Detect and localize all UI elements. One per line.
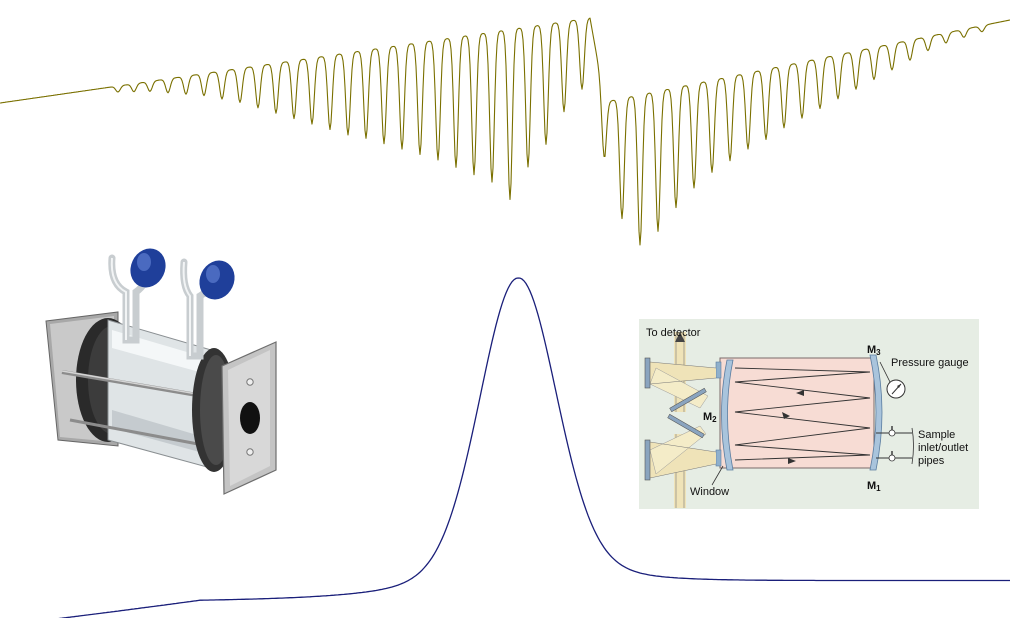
cell-window	[715, 361, 722, 379]
gas-cell-icon	[45, 248, 277, 495]
multipass-beam-path	[734, 367, 871, 461]
label-window: Window	[690, 486, 729, 498]
pressure-gauge-icon	[886, 379, 906, 399]
label-sample-line2: inlet/outlet	[918, 442, 968, 454]
label-sample-line3: pipes	[918, 455, 945, 467]
inlet-outlet-pipes	[876, 426, 914, 465]
absorption-spectrum-trace	[0, 17, 1010, 246]
label-m2: M2	[703, 411, 717, 424]
external-mirror-bottom	[644, 439, 651, 481]
absorption-band-curve	[58, 277, 1010, 618]
multipass-cell-schematic: To detector M3 Pressure gauge M2 Sample …	[639, 319, 979, 509]
mirror-m3-m1	[869, 354, 883, 471]
label-sample-line1: Sample	[918, 429, 955, 441]
label-to-detector: To detector	[646, 327, 701, 339]
cell-window-hole	[240, 402, 260, 434]
label-m3: M3	[867, 344, 881, 357]
external-mirror-top	[644, 357, 651, 389]
blue-knob-left-icon	[130, 248, 166, 288]
mirror-m2	[721, 359, 734, 471]
blue-knob-right-icon	[199, 260, 235, 300]
label-m1: M1	[867, 480, 881, 493]
label-pressure-gauge: Pressure gauge	[891, 357, 969, 369]
